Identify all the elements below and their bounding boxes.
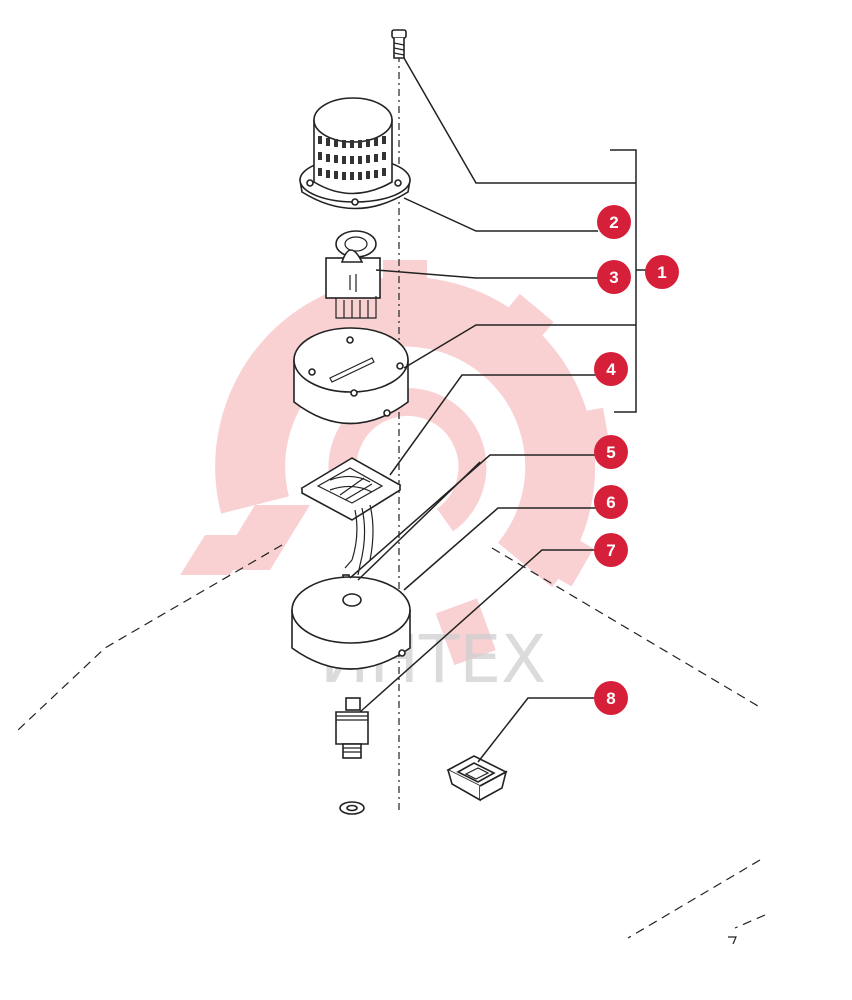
- callout-badge: [594, 435, 628, 469]
- callout-3: 3: [597, 260, 631, 294]
- callout-1: 1: [645, 255, 679, 289]
- mounting-surface-outline: [17, 544, 766, 945]
- callout-label: 5: [606, 443, 615, 462]
- rocker-switch: [446, 755, 508, 802]
- beacon-lens: [299, 97, 411, 210]
- callout-badge: [645, 255, 679, 289]
- callout-label: 4: [606, 360, 616, 379]
- callout-badge: [594, 485, 628, 519]
- callout-badge: [594, 352, 628, 386]
- callout-4: 4: [594, 352, 628, 386]
- callout-label: 7: [606, 541, 615, 560]
- callout-label: 3: [609, 268, 618, 287]
- callout-2: 2: [597, 205, 631, 239]
- callout-label: 2: [609, 213, 618, 232]
- callout-label: 6: [606, 493, 615, 512]
- callout-badge: [594, 533, 628, 567]
- threaded-adapter: [335, 697, 369, 759]
- callout-7: 7: [594, 533, 628, 567]
- callout-5: 5: [594, 435, 628, 469]
- leader-lines: [349, 57, 646, 763]
- callout-badge: [597, 205, 631, 239]
- callout-label: 1: [657, 263, 666, 282]
- watermark-gear-logo: [180, 260, 611, 666]
- screw: [391, 29, 407, 59]
- circuit-board: [300, 457, 402, 576]
- callout-badge: [594, 681, 628, 715]
- callout-6: 6: [594, 485, 628, 519]
- lamp-reflector: [325, 230, 381, 319]
- washer: [339, 801, 365, 815]
- upper-housing: [293, 327, 409, 425]
- callout-label: 8: [606, 689, 615, 708]
- callout-badge: [597, 260, 631, 294]
- lower-housing: [291, 576, 411, 670]
- callout-8: 8: [594, 681, 628, 715]
